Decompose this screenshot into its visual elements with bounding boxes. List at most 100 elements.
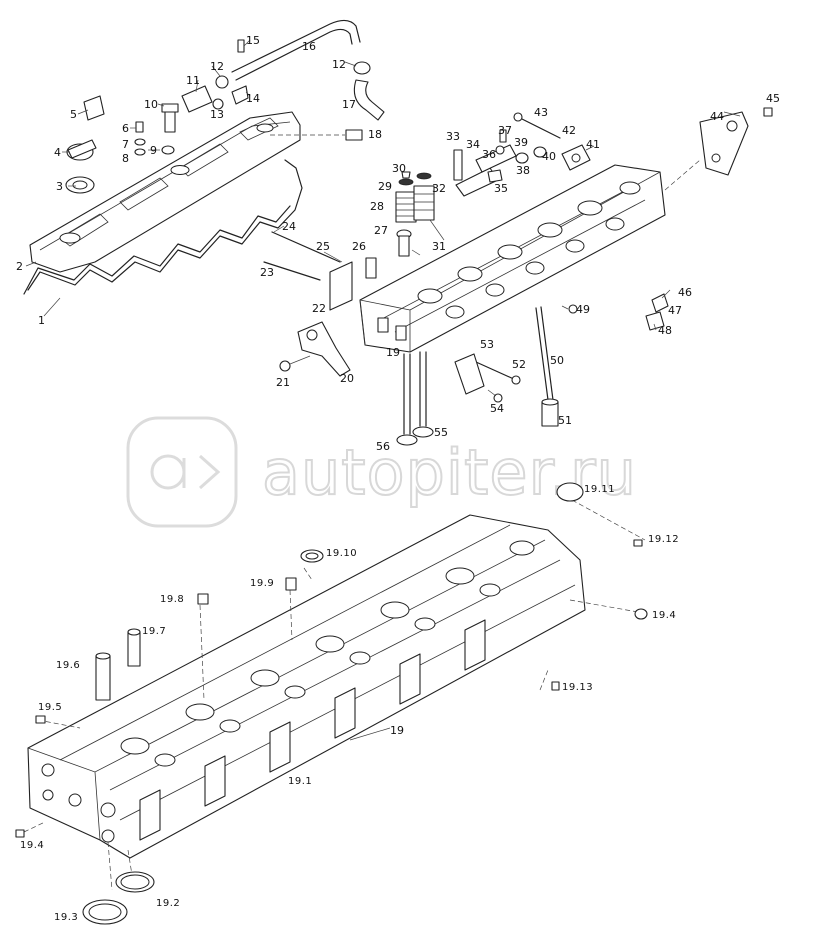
injector-sleeve [365,257,377,279]
callout-19-6: 19.6 [56,660,80,671]
callout-20: 20 [340,372,354,385]
callout-22: 22 [312,302,326,315]
mounting-bracket [699,111,749,176]
callout-32: 32 [432,182,446,195]
valve-cover [29,111,301,273]
breather-hose [231,19,361,73]
bracket-bolt [279,360,291,372]
callout-9: 9 [150,144,157,157]
callout-43: 43 [534,106,548,119]
callout-25: 25 [316,240,330,253]
cover-bolt [135,121,144,133]
push-rod-23 [271,231,341,263]
callout-19-2: 19.2 [156,898,180,909]
callout-33: 33 [446,130,460,143]
callout-19: 19 [390,724,404,737]
rocker-bolt [453,149,463,181]
callout-13: 13 [210,108,224,121]
label-plate [83,95,105,121]
callout-46: 46 [678,286,692,299]
callout-42: 42 [562,124,576,137]
callout-34: 34 [466,138,480,151]
plug-19-12 [633,539,643,547]
tappet [541,401,559,427]
plug-19-13 [551,681,560,691]
hose-clamp [215,75,229,89]
callout-18: 18 [368,128,382,141]
breather-pipe [181,85,213,113]
callout-19-12: 19.12 [648,534,679,545]
callout-19-3: 19.3 [54,912,78,923]
callout-labels: 1 2 3 4 5 6 7 8 9 10 11 12 12 13 14 15 1… [16,34,780,923]
callout-7: 7 [122,138,129,151]
valve-spring-2 [413,185,435,221]
callout-23: 23 [260,266,274,279]
callout-29: 29 [378,180,392,193]
watermark-text: autopiter.ru [262,436,637,509]
callout-4: 4 [54,146,61,159]
long-bolt [519,117,561,139]
label-18 [345,129,363,141]
callout-19-9: 19.9 [250,578,274,589]
callout-19-10: 19.10 [326,548,357,559]
callout-56: 56 [376,440,390,453]
callout-11: 11 [186,74,200,87]
callout-15: 15 [246,34,260,47]
callout-19-4-right: 19.4 [652,610,676,621]
callout-28: 28 [370,200,384,213]
elbow-clamp [353,61,371,75]
valve-intake [419,351,427,427]
callout-19-7: 19.7 [142,626,166,637]
sensor [645,311,665,331]
callout-41: 41 [586,138,600,151]
callout-39: 39 [514,136,528,149]
upper-cylinder-head [263,107,773,446]
callout-2: 2 [16,260,23,273]
plug-19-5 [35,715,46,724]
callout-31: 31 [432,240,446,253]
callout-19-4-left: 19.4 [20,840,44,851]
callout-3: 3 [56,180,63,193]
callout-44: 44 [710,110,724,123]
callout-54: 54 [490,402,504,415]
elbow-hose [353,79,385,121]
plug-19-8 [197,593,209,605]
callout-37: 37 [498,124,512,137]
callout-19-5: 19.5 [38,702,62,713]
callout-45: 45 [766,92,780,105]
callout-35: 35 [494,182,508,195]
callout-19-8: 19.8 [160,594,184,605]
valve-spring [395,191,417,223]
callout-53: 53 [480,338,494,351]
plug-19-9 [285,577,297,591]
callout-5: 5 [70,108,77,121]
callout-51: 51 [558,414,572,427]
callout-16: 16 [302,40,316,53]
callout-14: 14 [246,92,260,105]
callout-47: 47 [668,304,682,317]
watermark: autopiter.ru [126,416,637,528]
callout-24: 24 [282,220,296,233]
callout-19-upper: 19 [386,346,400,359]
callout-6: 6 [122,122,129,135]
leader-lines [25,39,741,741]
valve-keeper [401,171,411,179]
callout-19-1: 19.1 [288,776,312,787]
cover-bolt-52 [475,361,517,381]
plug-49 [568,304,578,314]
watermark-logo-a [150,454,186,490]
washer [161,145,175,155]
plug-19-4-left [15,829,25,838]
sleeve-19-7 [127,631,141,667]
callout-30: 30 [392,162,406,175]
valve-cover-assembly [23,19,385,295]
plug-19-4-right [634,608,648,620]
head-lower-body [27,514,586,859]
callout-21: 21 [276,376,290,389]
callout-8: 8 [122,152,129,165]
callout-12-upper: 12 [210,60,224,73]
sensor-clip [651,293,669,313]
push-rod [535,307,549,401]
callout-10: 10 [144,98,158,111]
